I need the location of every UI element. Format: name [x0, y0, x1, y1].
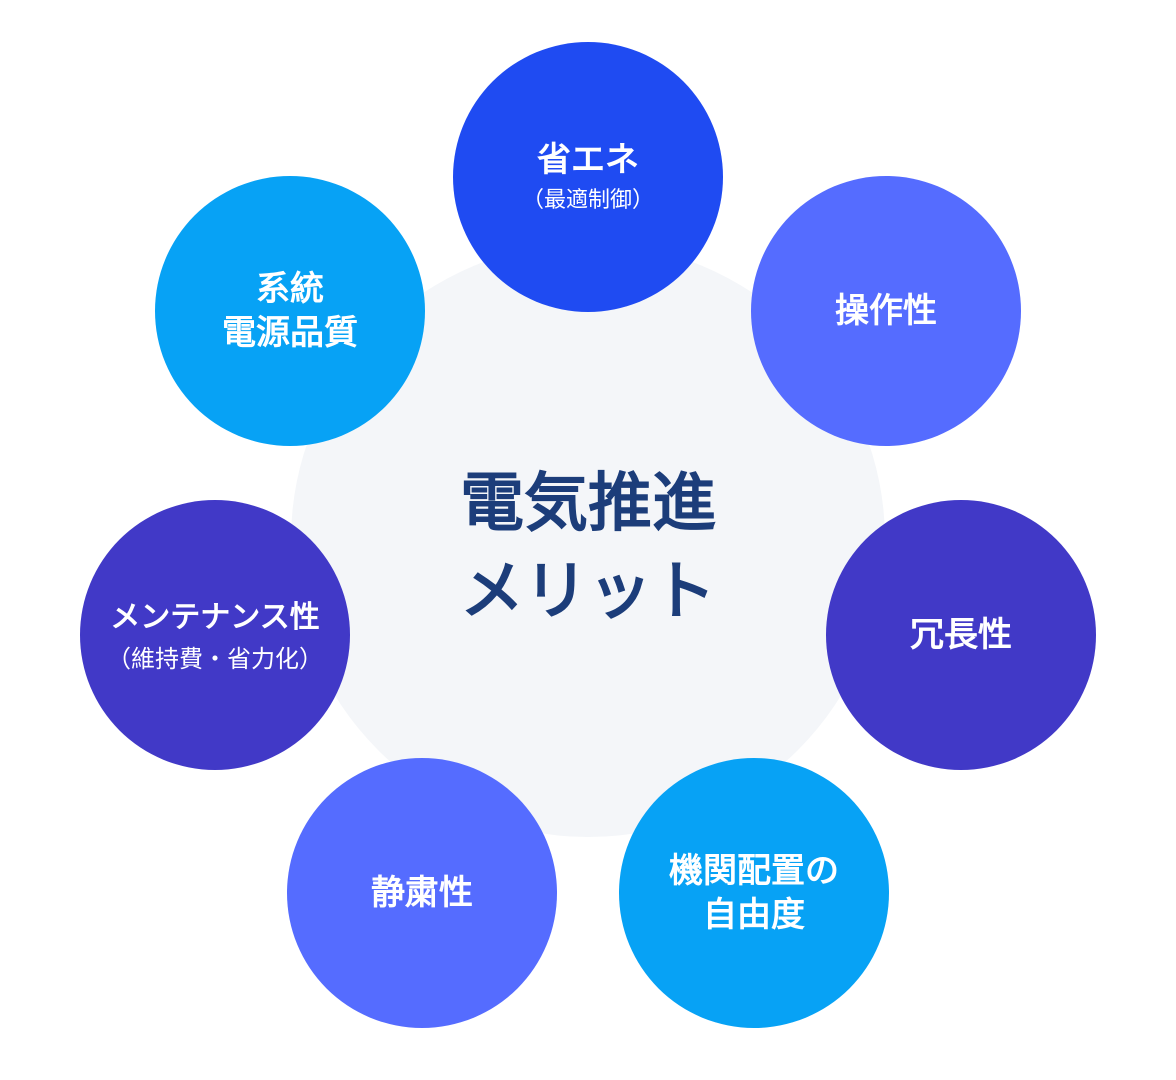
node-sublabel: （維持費・省力化）: [107, 645, 323, 673]
node-label-line2: 電源品質: [222, 313, 358, 353]
node-label-line2: 自由度: [703, 895, 805, 935]
node-engine-layout-freedom: 機関配置の 自由度: [619, 758, 889, 1028]
node-sublabel: （最適制御）: [521, 188, 654, 213]
node-label: 静粛性: [371, 873, 473, 913]
node-power-quality: 系統 電源品質: [155, 176, 425, 446]
node-energy-saving: 省エネ （最適制御）: [453, 42, 723, 312]
node-quietness: 静粛性: [287, 758, 557, 1028]
node-redundancy: 冗長性: [826, 500, 1096, 770]
node-label-line1: 系統: [256, 269, 324, 309]
center-title-line2: メリット: [460, 555, 716, 629]
center-title-line1: 電気推進: [460, 467, 716, 541]
node-label: 操作性: [835, 291, 937, 331]
node-label-line1: 機関配置の: [669, 851, 839, 891]
center-title: 電気推進 メリット: [291, 460, 885, 636]
node-maintainability: メンテナンス性 （維持費・省力化）: [80, 500, 350, 770]
node-label: 冗長性: [910, 615, 1012, 655]
node-label: 省エネ: [537, 140, 639, 180]
node-operability: 操作性: [751, 176, 1021, 446]
node-label: メンテナンス性: [110, 600, 320, 635]
